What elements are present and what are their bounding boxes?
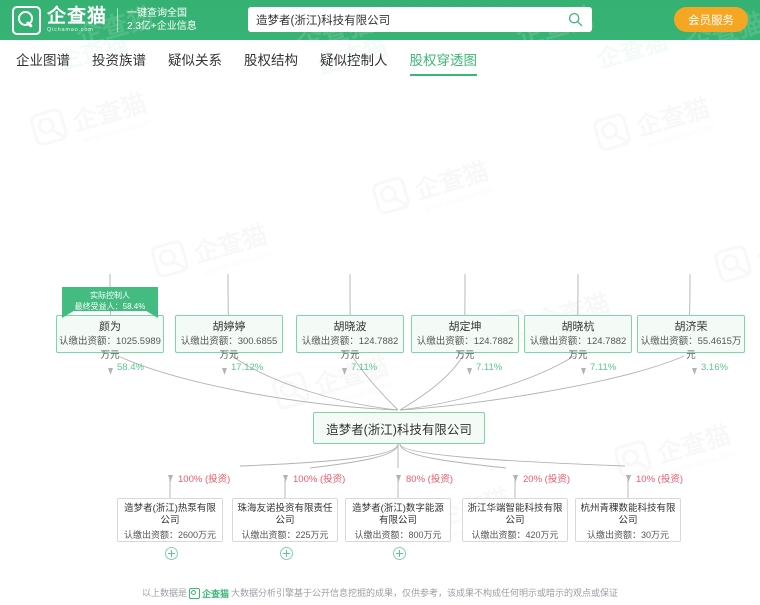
expand-plus-icon[interactable] [165,547,178,560]
shareholder-percent: 7.11% [351,362,378,373]
app-header: 企查猫 企查猫 企查猫 企查猫 企查猫 Qichamao.com 一键查询全国 … [0,0,760,40]
subsidiary-amount: 认缴出资额：225万元 [241,530,329,540]
footer-text-after: 大数据分析引擎基于公开信息挖掘的成果，仅供参考，该成果不构成任何明示或暗示的观点… [231,588,619,598]
shareholder-name: 胡定坤 [448,321,482,333]
subsidiary-percent-value: 100% [178,474,203,485]
root-company-name: 造梦者(浙江)科技有限公司 [326,422,472,437]
subsidiary-node[interactable]: 造梦者(浙江)热泵有限公司 认缴出资额：2600万元 [117,498,223,542]
shareholder-node[interactable]: 胡定坤 认缴出资额：124.7882万元 [411,315,519,361]
shareholder-percent: 17.12% [231,362,264,373]
tab-equity-structure[interactable]: 股权结构 [244,52,298,68]
shareholder-node[interactable]: 颜为 认缴出资额：1025.5989万元 [56,315,164,361]
shareholder-node[interactable]: 胡晓杭 认缴出资额：124.7882万元 [524,315,632,361]
subsidiary-percent: 20% (投资) [523,471,570,485]
shareholder-percent: 7.11% [476,362,503,373]
subsidiary-percent-value: 100% [293,474,318,485]
shareholder-amount: 认缴出资额：1025.5989万元 [59,336,161,361]
shareholder-node[interactable]: 胡晓波 认缴出资额：124.7882万元 [296,315,404,361]
subsidiary-invest-tag: (投资) [204,474,231,485]
subsidiary-name: 杭州青稞数能科技有限公司 [580,503,676,526]
logo-divider [117,8,119,32]
subsidiary-percent: 100% (投资) [178,471,230,485]
brand-name: 企查猫 [47,5,108,27]
footer-text-before: 以上数据是 [141,588,187,598]
shareholder-percent: 7.11% [590,362,617,373]
root-company-node[interactable]: 造梦者(浙江)科技有限公司 [313,412,485,444]
shareholder-node[interactable]: 胡济荣 认缴出资额：55.4615万元 [637,315,745,361]
subsidiary-node[interactable]: 杭州青稞数能科技有限公司 认缴出资额：30万元 [575,498,681,542]
camera-logo-icon [12,5,41,35]
subsidiary-amount: 认缴出资额：800万元 [354,530,442,540]
search-input[interactable] [248,8,558,31]
footer-brand-logo: 企查猫 [188,587,229,600]
subsidiary-amount: 认缴出资额：420万元 [471,530,559,540]
tagline-line-1: 一键查询全国 [127,8,188,19]
subsidiary-node[interactable]: 珠海友诺投资有限责任公司 认缴出资额：225万元 [232,498,338,542]
expand-plus-icon[interactable] [280,547,293,560]
tab-investment-tree[interactable]: 投资族谱 [92,52,146,68]
svg-text:企查猫: 企查猫 [594,40,671,74]
shareholder-percent: 58.4% [117,362,144,373]
vip-service-button[interactable]: 会员服务 [674,7,748,32]
tagline-line-2: 2.3亿+企业信息 [127,21,197,32]
equity-graph-canvas[interactable]: 企查猫 www.qichamao.com [0,84,760,605]
search-icon [568,12,582,27]
subsidiary-amount: 认缴出资额：30万元 [586,530,669,540]
shareholder-name: 胡晓杭 [561,321,595,333]
subsidiary-percent: 100% (投资) [293,471,345,485]
subsidiary-amount: 认缴出资额：2600万元 [123,530,217,540]
subsidiary-percent-value: 20% [523,474,543,485]
tab-suspected-relation[interactable]: 疑似关系 [168,52,222,68]
tab-suspected-controller[interactable]: 疑似控制人 [320,52,388,68]
subsidiary-name: 造梦者(浙江)数字能源有限公司 [352,503,444,526]
search-button[interactable] [558,7,592,32]
subsidiary-node[interactable]: 浙江华端智能科技有限公司 认缴出资额：420万元 [462,498,568,542]
shareholder-node[interactable]: 胡婷婷 认缴出资额：300.6855万元 [175,315,283,361]
brand-logo-text: 企查猫 Qichamao.com [47,7,107,34]
shareholder-amount: 认缴出资额：124.7882万元 [529,336,627,361]
subsidiary-percent: 10% (投资) [636,471,683,485]
shareholder-amount: 认缴出资额：300.6855万元 [180,336,278,361]
nav-tabs: 企查猫 企查猫 企查猫 企业图谱 投资族谱 疑似关系 股权结构 疑似控制人 股权… [0,40,760,84]
subsidiary-percent-value: 10% [636,474,656,485]
subsidiary-name: 造梦者(浙江)热泵有限公司 [124,503,216,526]
brand-tagline: 一键查询全国 2.3亿+企业信息 [127,7,197,33]
search-box[interactable] [248,7,592,32]
subsidiary-name: 浙江华端智能科技有限公司 [467,503,563,526]
shareholder-percent: 3.16% [701,362,728,373]
subsidiary-name: 珠海友诺投资有限责任公司 [237,503,333,526]
subsidiary-invest-tag: (投资) [427,474,453,485]
badge-line-2: 最终受益人：58.4% [74,302,146,311]
badge-line-1: 实际控制人 [90,291,130,300]
shareholder-name: 胡晓波 [333,321,367,333]
subsidiary-invest-tag: (投资) [544,474,570,485]
camera-logo-icon [188,588,200,599]
brand-domain: Qichamao.com [47,26,94,33]
tab-equity-penetration[interactable]: 股权穿透图 [409,49,477,76]
footer-brand-name: 企查猫 [201,589,229,599]
expand-plus-icon[interactable] [393,547,406,560]
shareholder-amount: 认缴出资额：55.4615万元 [640,336,742,361]
shareholder-name: 胡婷婷 [212,321,246,333]
brand-logo[interactable]: 企查猫 Qichamao.com 一键查询全国 2.3亿+企业信息 [0,5,197,35]
subsidiary-percent-value: 80% [406,474,426,485]
tab-enterprise-graph[interactable]: 企业图谱 [16,52,70,68]
shareholder-amount: 认缴出资额：124.7882万元 [416,336,514,361]
shareholder-name: 颜为 [99,321,121,333]
footer-disclaimer: 以上数据是 企查猫 大数据分析引擎基于公开信息挖掘的成果，仅供参考，该成果不构成… [0,586,760,599]
subsidiary-percent: 80% (投资) [406,471,453,485]
shareholder-name: 胡济荣 [674,321,708,333]
subsidiary-invest-tag: (投资) [319,474,346,485]
shareholder-amount: 认缴出资额：124.7882万元 [301,336,399,361]
subsidiary-node[interactable]: 造梦者(浙江)数字能源有限公司 认缴出资额：800万元 [345,498,451,542]
subsidiary-invest-tag: (投资) [657,474,683,485]
